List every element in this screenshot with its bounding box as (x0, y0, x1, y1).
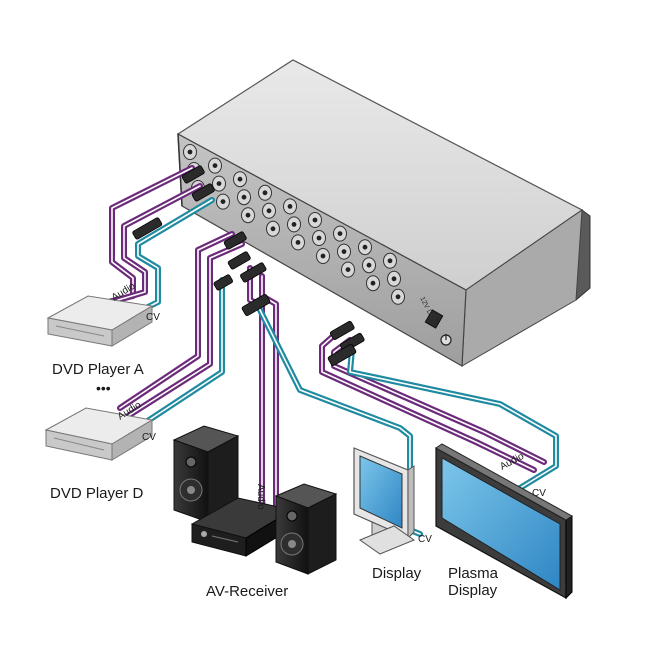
rca-connector-pin (291, 222, 297, 227)
rca-connector-pin (262, 190, 268, 196)
switcher-unit (176, 59, 591, 368)
display-monitor (353, 447, 416, 555)
cable-dvd-d-cv (137, 277, 225, 429)
rca-connector-pin (295, 240, 301, 245)
cable-dvd-d-audio (117, 231, 245, 419)
cables (105, 165, 559, 537)
rca-connector-pin (287, 204, 293, 209)
display-cv-label: CV (418, 534, 432, 545)
rca-connector-pin (341, 249, 347, 255)
cable-dvd-a-audio (105, 165, 203, 305)
cable-dvd-a-cv (135, 197, 215, 315)
rca-connector-pin (187, 149, 193, 155)
rca-connector-pin (312, 217, 318, 223)
rca-connector-pin (387, 258, 393, 264)
dvd-a-cv-label: CV (146, 312, 160, 323)
rca-connector-pin (241, 194, 247, 200)
dvd-player-a (46, 295, 154, 347)
speaker-left (172, 425, 240, 523)
rca-connector-pin (270, 226, 276, 232)
rca-connector-pin (316, 235, 322, 241)
rca-connector-pin (337, 231, 343, 237)
av-receiver-label: AV-Receiver (206, 583, 288, 600)
cable-plasma-cv (347, 347, 559, 491)
dvd-player-d-label: DVD Player D (50, 485, 144, 502)
rca-connector-pin (391, 276, 397, 282)
dvd-player-a-label: DVD Player A (52, 361, 144, 378)
plasma-display (435, 443, 573, 600)
ellipsis: ••• (96, 380, 111, 396)
rca-connector-pin (245, 212, 251, 218)
display-label: Display (372, 565, 422, 582)
dvd-player-d (44, 407, 154, 461)
power-socket (424, 309, 452, 346)
rca-connector-pin (212, 163, 218, 169)
rca-connector-pin (370, 280, 376, 286)
rca-connector-pin (216, 181, 222, 187)
plasma-label-line2: Display (448, 582, 498, 599)
cable-plugs (132, 165, 365, 366)
dvd-d-cv-label: CV (142, 432, 156, 443)
rca-connector-pin (362, 244, 368, 250)
rca-connector-pin (366, 262, 372, 268)
receiver-audio-label: Audio (255, 484, 266, 510)
rca-connector-pin (237, 176, 243, 182)
rca-connector-pin (320, 253, 326, 259)
rca-connector-pin (266, 208, 272, 214)
plasma-label-line1: Plasma (448, 565, 499, 582)
rca-connector-pin (220, 199, 226, 205)
speaker-right (274, 483, 338, 575)
rca-connector-pin (345, 267, 351, 272)
plasma-cv-label: CV (532, 488, 546, 499)
rca-connector-pin (395, 294, 401, 300)
cable-plasma-audio (319, 327, 547, 473)
